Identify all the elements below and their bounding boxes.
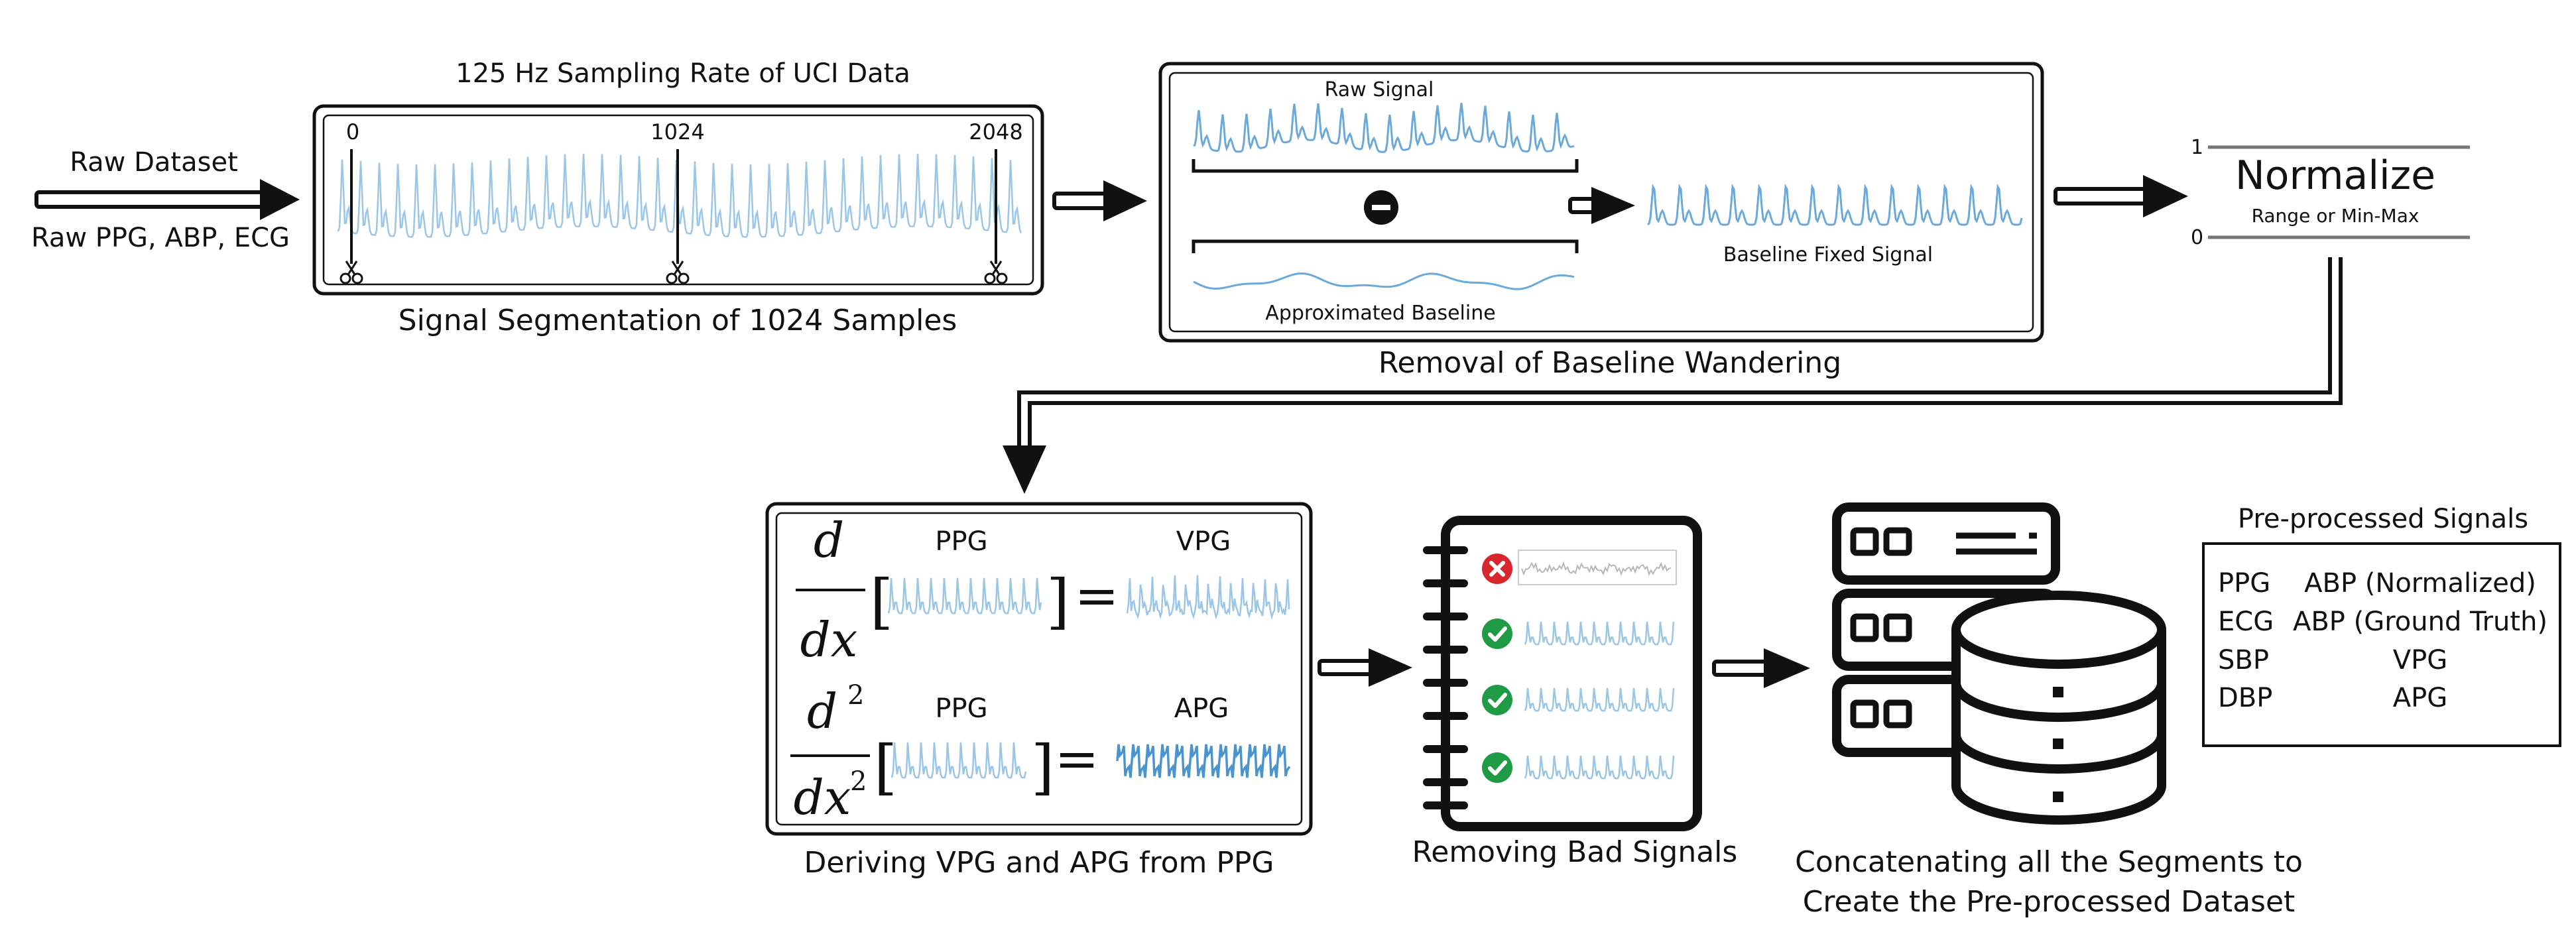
baseline-removal-box — [1158, 62, 2044, 343]
segmentation-box — [312, 104, 1044, 296]
scissors-icon — [339, 261, 363, 284]
d2-denominator: dx — [794, 770, 851, 825]
segmentation-caption: Signal Segmentation of 1024 Samples — [399, 304, 957, 337]
baseline-fixed-label: Baseline Fixed Signal — [1723, 243, 1933, 266]
arrow-inner-baseline — [1568, 187, 1635, 224]
bracket-close: ] — [1031, 733, 1054, 802]
arrow-derivation-to-removal — [1318, 648, 1412, 687]
output-item-right: ABP (Normalized) — [2304, 568, 2536, 599]
check-circle-icon — [1482, 685, 1512, 715]
vpg-label: VPG — [1176, 526, 1231, 557]
output-item-right: ABP (Ground Truth) — [2293, 607, 2547, 637]
d1-numerator: d — [814, 512, 844, 568]
sampling-rate-label: 125 Hz Sampling Rate of UCI Data — [456, 58, 910, 89]
raw-signal-bracket — [1192, 159, 1579, 173]
database-server-icon — [1832, 502, 2166, 825]
arrow-raw-to-segmentation — [34, 179, 300, 220]
d2-denominator-sup: 2 — [850, 766, 867, 797]
baseline-caption: Removal of Baseline Wandering — [1379, 346, 1841, 380]
output-item-left: DBP — [2218, 683, 2272, 713]
output-item-left: PPG — [2218, 568, 2270, 599]
concatenate-caption-line1: Concatenating all the Segments to — [1795, 845, 2303, 879]
tick-label-1024: 1024 — [650, 119, 704, 145]
raw-signal-label: Raw Signal — [1325, 78, 1434, 101]
normalize-max-label: 1 — [2191, 136, 2203, 159]
output-title: Pre-processed Signals — [2238, 504, 2528, 534]
ppg-label-2: PPG — [935, 693, 987, 724]
scissors-icon — [984, 261, 1008, 284]
raw-signals-label: Raw PPG, ABP, ECG — [31, 223, 290, 253]
arrow-segmentation-to-baseline — [1052, 180, 1147, 221]
output-item-left: ECG — [2218, 607, 2274, 637]
equals-sign-2: = — [1054, 728, 1099, 790]
normalize-min-label: 0 — [2191, 226, 2203, 249]
signal-check-row — [1482, 752, 1675, 783]
normalize-subtitle: Range or Min-Max — [2252, 205, 2420, 227]
signal-check-row — [1482, 550, 1677, 585]
output-table: PPG ABP (Normalized) ECG ABP (Ground Truth)… — [2218, 568, 2547, 713]
output-item-right: VPG — [2393, 645, 2447, 675]
approximated-baseline-label: Approximated Baseline — [1265, 302, 1495, 325]
vpg-wave — [1126, 575, 1290, 620]
concatenate-caption-line2: Create the Pre-processed Dataset — [1803, 885, 2296, 919]
normalize-title: Normalize — [2235, 152, 2435, 199]
d2-numerator: d — [807, 683, 837, 739]
signal-check-row — [1482, 685, 1675, 715]
arrow-normalize-to-derivation — [1003, 257, 2343, 494]
derivation-caption: Deriving VPG and APG from PPG — [804, 846, 1274, 880]
raw-dataset-title: Raw Dataset — [70, 147, 238, 178]
minus-icon — [1364, 190, 1398, 225]
bracket-close: ] — [1046, 567, 1070, 636]
output-box — [2202, 542, 2561, 747]
baseline-fixed-wave — [1647, 184, 2023, 226]
derivation-box — [765, 502, 1313, 836]
baseline-bracket — [1192, 239, 1579, 253]
check-circle-icon — [1482, 752, 1512, 783]
output-item-left: SBP — [2218, 645, 2269, 675]
approximated-baseline-wave — [1193, 272, 1575, 290]
segmentation-signal — [337, 153, 1022, 238]
signal-check-row — [1482, 618, 1675, 649]
tick-label-0: 0 — [346, 119, 359, 145]
ppg-wave-2 — [890, 742, 1027, 779]
output-item-right: APG — [2393, 683, 2447, 713]
ppg-label-1: PPG — [935, 526, 987, 557]
d2-numerator-sup: 2 — [847, 680, 864, 711]
notebook-rows — [1482, 550, 1677, 783]
raw-signal-wave — [1193, 103, 1575, 153]
equals-sign-1: = — [1074, 565, 1119, 626]
arrow-baseline-to-normalize — [2054, 175, 2188, 217]
apg-wave — [1116, 744, 1291, 778]
removal-caption: Removing Bad Signals — [1412, 835, 1738, 869]
normalize-block — [2208, 145, 2470, 239]
arrow-removal-to-database — [1712, 648, 1810, 688]
ppg-wave-1 — [887, 577, 1042, 615]
check-circle-icon — [1482, 618, 1512, 649]
scissors-icon — [666, 261, 690, 284]
notebook-icon — [1423, 516, 1702, 831]
d1-denominator: dx — [800, 612, 858, 668]
apg-label: APG — [1174, 693, 1229, 724]
tick-label-2048: 2048 — [969, 119, 1022, 145]
